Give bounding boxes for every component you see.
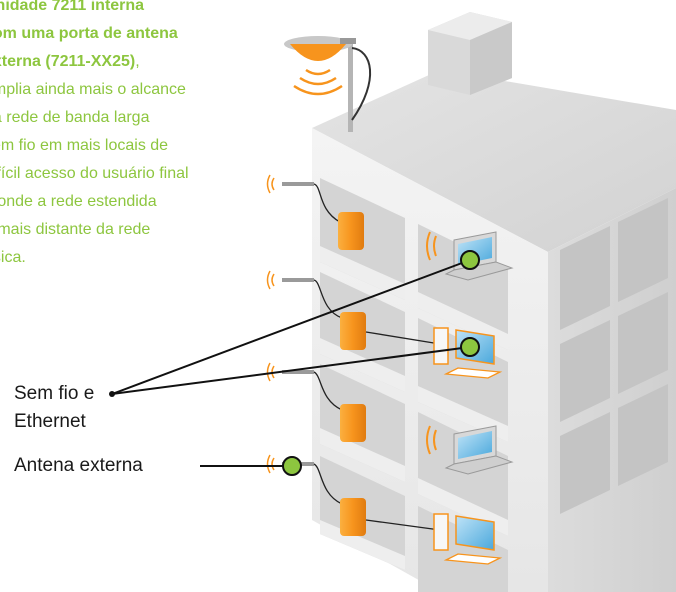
callout-lines [111,259,471,467]
description-line-5: da rede de banda larga [0,109,150,126]
ceiling-antenna-icon [284,36,371,132]
bridge-unit-icon [338,212,366,536]
callout-markers [282,250,480,476]
laptop-icon [444,425,514,475]
label-external-antenna: Antena externa [14,455,143,476]
description-line-8: e onde a rede estendida [0,193,157,210]
description-line-6: sem fio em mais locais de [0,137,169,154]
description-line-1: Unidade 7211 interna [0,0,145,14]
description-text: Unidade 7211 interna com uma porta de an… [0,0,244,272]
building-roof [312,70,676,252]
description-line-7: difícil acesso do usuário final [0,165,189,182]
marker-desktop [460,337,480,357]
marker-external-antenna [282,456,302,476]
wifi-signal-icon [293,68,343,96]
label-wireless-ethernet-line2: Ethernet [14,411,86,432]
desktop-computer-icon [433,513,503,565]
description-line-9: é mais distante da rede [0,221,151,238]
marker-laptop [460,250,480,270]
label-wireless-ethernet-line1: Sem fio e [14,383,95,404]
description-line-3: externa (7211-XX25), [0,53,140,70]
description-line-2: com uma porta de antena [0,25,178,42]
description-line-10: física. [0,249,26,266]
description-line-4: amplia ainda mais o alcance [0,81,186,98]
